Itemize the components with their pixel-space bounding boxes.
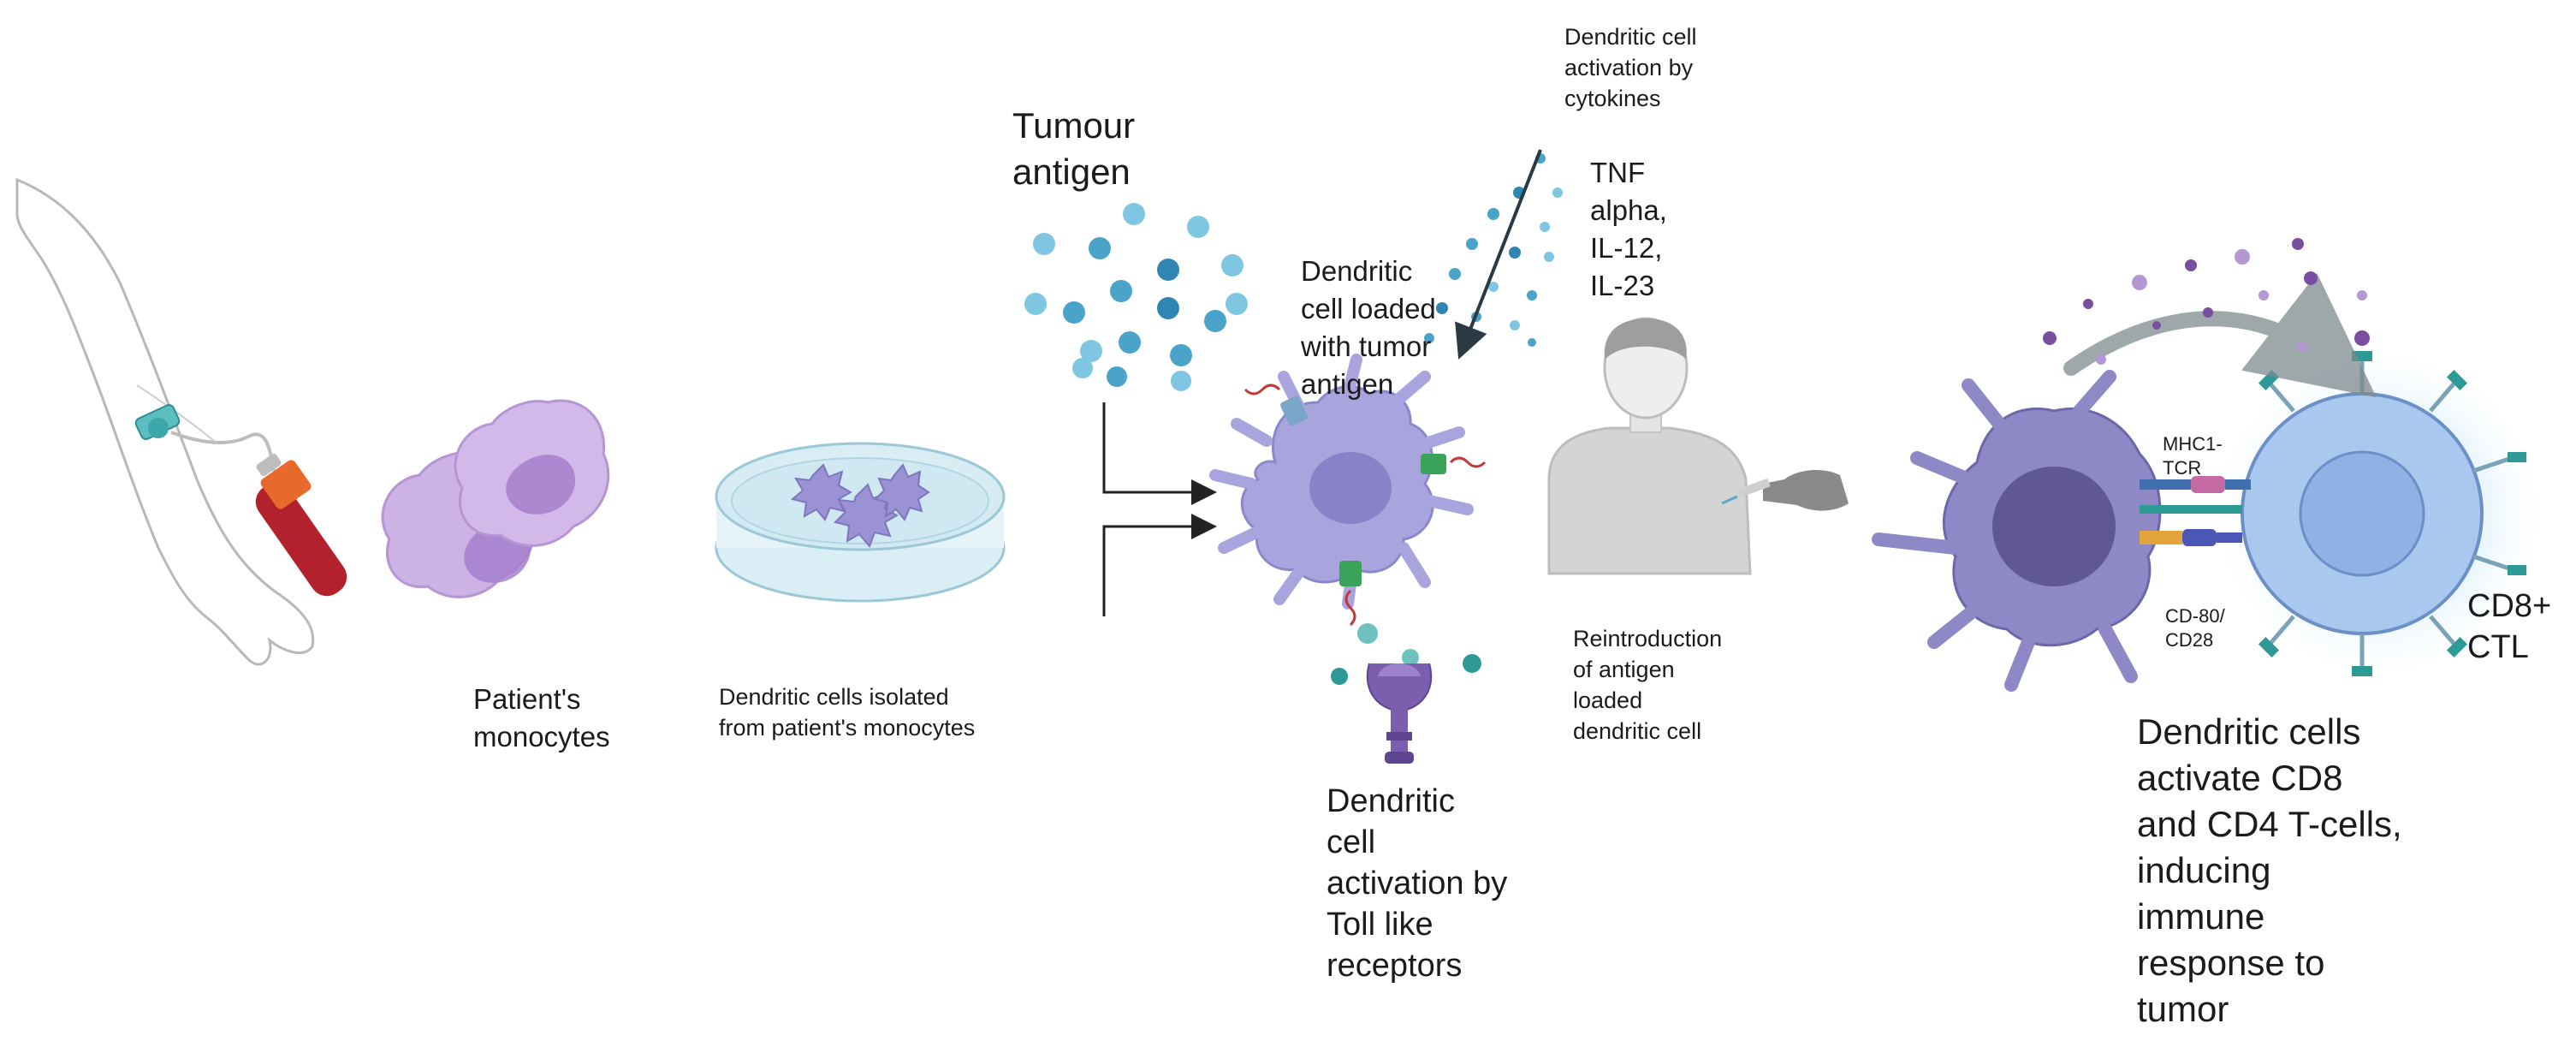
dc-activation-cytokines-label: Dendritic cell activation by cytokines [1564, 24, 1697, 111]
petri-dish-icon [715, 442, 1006, 603]
reintroduction-label: Reintroduction of antigen loaded dendrit… [1573, 626, 1723, 744]
monocytes-icon [381, 399, 610, 598]
cytokine-arrow [1455, 149, 1542, 360]
antigen-loading-arrows [1102, 402, 1217, 616]
loaded-dendritic-cell-icon [1209, 354, 1487, 627]
patients-monocytes-label: Patient's monocytes [473, 683, 610, 753]
dc-tcell-interaction-icon [1872, 238, 2550, 692]
dc-activate-tcells-label: Dendritic cells activate CD8 and CD4 T-c… [2137, 711, 2402, 1029]
cytokines-label: TNF alpha, IL-12, IL-23 [1590, 157, 1667, 301]
tumour-antigen-label: Tumour antigen [1012, 105, 1136, 192]
dc-activation-tlr-label: Dendritic cell activation by Toll like r… [1327, 783, 1508, 984]
cd80-cd28-label: CD-80/ CD28 [2165, 605, 2225, 651]
arm-blood-draw-icon [15, 177, 347, 666]
patient-injection-icon [1547, 317, 1849, 575]
toll-like-receptor-icon [1331, 623, 1481, 764]
dc-loaded-label: Dendritic cell loaded with tumor antigen [1301, 255, 1436, 400]
tumour-antigen-particles-icon [1024, 203, 1248, 391]
cytokine-particles-icon [1424, 153, 1563, 347]
dc-isolated-label: Dendritic cells isolated from patient's … [719, 684, 976, 741]
cd8-ctl-label: CD8+ CTL [2467, 588, 2552, 665]
mhc-tcr-label: MHC1- TCR [2163, 433, 2223, 479]
